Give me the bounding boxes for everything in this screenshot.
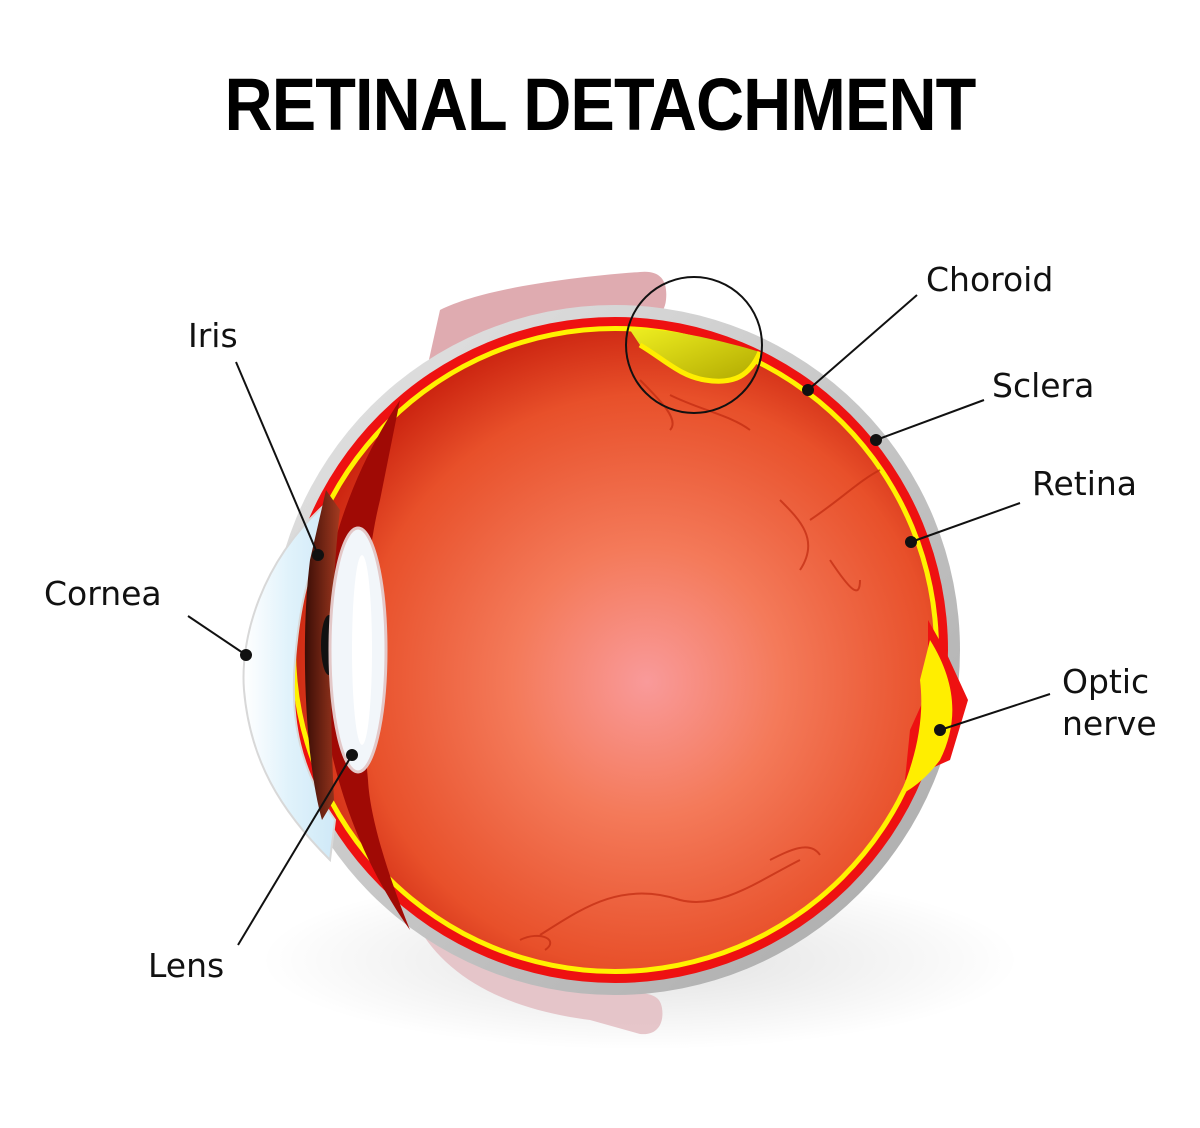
label-sclera: Sclera <box>992 366 1095 405</box>
label-cornea: Cornea <box>44 574 162 613</box>
blood-vessels <box>519 379 881 951</box>
label-optic-nerve-line1: Optic <box>1062 662 1150 701</box>
label-choroid: Choroid <box>926 260 1054 299</box>
ciliary-body <box>318 400 410 930</box>
leader-lines <box>187 294 1051 946</box>
vitreous-body <box>296 331 934 969</box>
superior-muscle <box>420 271 667 400</box>
label-retina: Retina <box>1032 464 1137 503</box>
detachment-highlight-circle <box>625 276 763 414</box>
cornea <box>242 498 337 863</box>
label-iris: Iris <box>188 316 238 355</box>
label-optic-nerve-line2: nerve <box>1062 704 1157 743</box>
retinal-detachment <box>630 329 760 382</box>
diagram-title: RETINAL DETACHMENT <box>224 63 977 146</box>
label-lens: Lens <box>148 946 225 985</box>
